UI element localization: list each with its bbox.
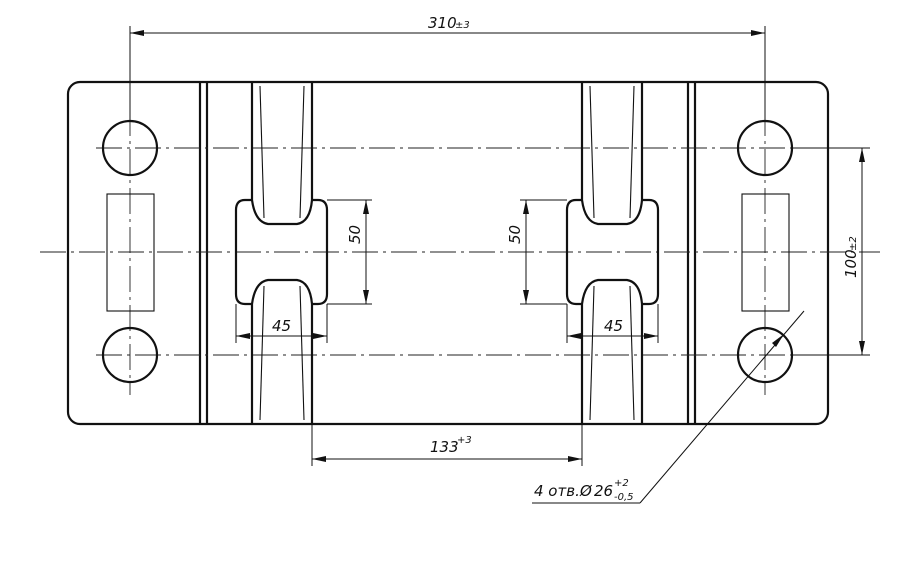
- slot-left: [106, 193, 155, 312]
- dimension-133-tolerance: +3: [457, 435, 472, 446]
- dimension-310: 310 ±3: [129, 14, 766, 122]
- dimension-100: 100 ±2: [792, 147, 870, 356]
- dimension-50-left: 50: [327, 199, 372, 305]
- dimension-45-left: 45: [235, 304, 328, 343]
- right-rib-lines: [686, 82, 697, 424]
- dimension-50-left-value: 50: [346, 225, 364, 244]
- plate-outline: [66, 80, 830, 426]
- slot-right: [741, 193, 790, 312]
- dimension-45-left-value: 45: [272, 317, 291, 335]
- dimension-100-tolerance: ±2: [848, 236, 859, 251]
- dimension-100-value: 100: [842, 249, 860, 278]
- dimension-50-right: 50: [506, 199, 567, 305]
- hole-callout: 4 отв. Ø 26 +2 -0,5: [532, 310, 805, 504]
- hole-bottom-left: [101, 326, 159, 384]
- hole-callout-upper-tolerance: +2: [614, 478, 629, 489]
- dimension-133: 133 +3: [311, 424, 583, 466]
- left-rib-lines: [198, 82, 209, 424]
- hole-callout-diameter-symbol: Ø: [579, 482, 593, 500]
- hole-callout-diameter: 26: [594, 482, 613, 500]
- hole-callout-count: 4 отв.: [534, 482, 580, 500]
- dimension-310-value: 310: [428, 14, 457, 32]
- hole-callout-lower-tolerance: -0,5: [614, 492, 634, 503]
- dimension-45-right: 45: [566, 304, 659, 343]
- center-lines: [40, 110, 880, 395]
- dimension-50-right-value: 50: [506, 225, 524, 244]
- dimension-133-value: 133: [430, 438, 459, 456]
- dimension-45-right-value: 45: [604, 317, 623, 335]
- left-profile: [234, 82, 329, 424]
- right-profile: [565, 82, 660, 424]
- dimension-310-tolerance: ±3: [455, 20, 470, 31]
